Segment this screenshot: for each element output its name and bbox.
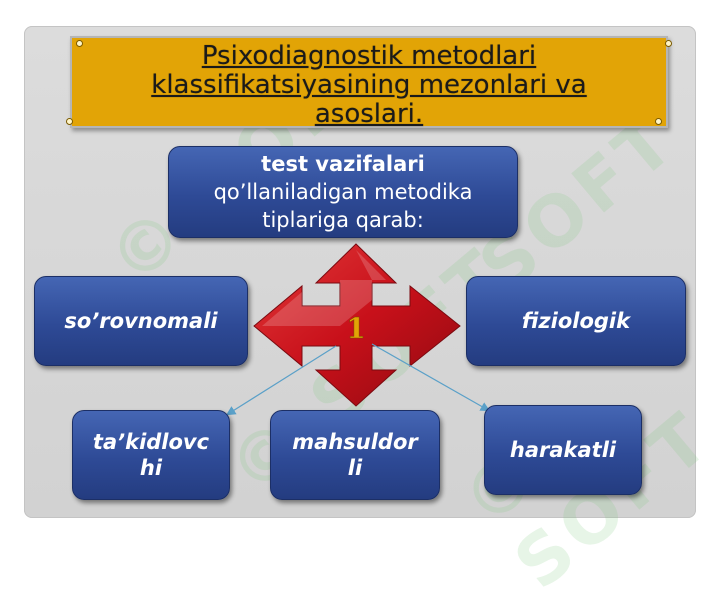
criteria-line: tiplariga qarab: (262, 208, 424, 232)
category-label-line: hi (139, 456, 163, 480)
category-box-left: so’rovnomali (34, 276, 248, 366)
connector-line (225, 345, 337, 416)
category-label: so’rovnomali (64, 309, 218, 333)
criteria-line: qo’llaniladigan metodika (213, 180, 473, 204)
category-box-bottom-right: harakatli (484, 405, 642, 495)
category-box-bottom-middle: mahsuldor li (270, 410, 440, 500)
scroll-knob (76, 40, 83, 47)
title-line: asoslari. (314, 99, 424, 129)
category-label: harakatli (509, 438, 617, 462)
scroll-knob (665, 40, 672, 47)
category-box-right: fiziologik (466, 276, 686, 366)
arrow-highlight (262, 250, 386, 326)
criteria-line: test vazifalari (261, 152, 425, 176)
title-line: klassifikatsiyasining mezonlari va (151, 70, 587, 100)
category-box-bottom-left: ta’kidlovc hi (72, 410, 230, 500)
connector-line (371, 343, 491, 412)
category-label-line: mahsuldor (292, 430, 418, 454)
category-label-line: ta’kidlovc (92, 430, 210, 454)
four-way-arrow (253, 243, 461, 407)
criteria-box: test vazifalari qo’llaniladigan metodika… (168, 146, 518, 238)
title-banner: Psixodiagnostik metodlari klassifikatsiy… (66, 36, 672, 129)
center-number: 1 (346, 312, 365, 345)
page-title: Psixodiagnostik metodlari klassifikatsiy… (72, 42, 666, 129)
scroll-knob (66, 118, 73, 125)
scroll-knob (655, 118, 662, 125)
category-label: fiziologik (521, 309, 631, 333)
category-label: mahsuldor li (271, 429, 439, 481)
category-label-line: li (347, 456, 363, 480)
diagram-arrows: 1 (225, 243, 491, 416)
title-line: Psixodiagnostik metodlari (201, 41, 537, 71)
category-label: ta’kidlovc hi (73, 429, 229, 481)
